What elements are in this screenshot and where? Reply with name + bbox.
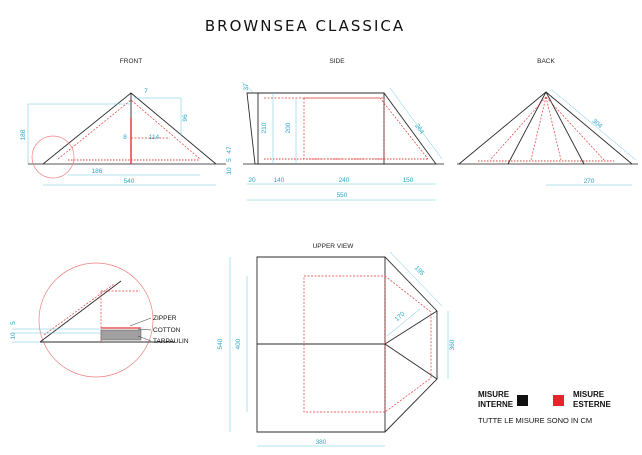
- back-dim-slope: 304: [591, 118, 604, 131]
- back-view-label: BACK: [537, 58, 555, 65]
- front-dim-slope: 96: [182, 114, 189, 122]
- front-dim-inner-w: 114: [149, 134, 160, 141]
- upper-inner-apse: [384, 275, 432, 413]
- upper-dim-right: 360: [449, 339, 456, 350]
- detail-zipper-leader: [129, 317, 152, 327]
- detail-roof-line: [39, 280, 122, 343]
- upper-dim-diag-line: [389, 251, 443, 307]
- detail-label-cotton: COTTON: [153, 327, 181, 334]
- side-dim-total: 550: [337, 192, 348, 199]
- detail-tarpaulin-leader: [137, 335, 152, 342]
- legend-external-line1: MISURE: [573, 390, 605, 399]
- side-dim-slope-line: [389, 87, 443, 160]
- front-dim-wall-c: 10: [226, 167, 233, 175]
- legend-internal-swatch: [517, 395, 528, 406]
- legend-internal-line1: MISURE: [478, 390, 510, 399]
- detail-dim-a: 10: [10, 332, 17, 340]
- legend-note: TUTTE LE MISURE SONO IN CM: [478, 416, 592, 425]
- legend-internal-line2: INTERNE: [478, 400, 514, 409]
- upper-apse-lower: [384, 343, 438, 380]
- upper-apse-upper: [384, 310, 438, 345]
- detail-circle: [38, 262, 154, 378]
- back-inner-left: [489, 96, 547, 161]
- front-view-label: FRONT: [120, 58, 142, 65]
- detail-label-tarpaulin: TARPAULIN: [153, 338, 189, 345]
- side-outline: [258, 92, 437, 165]
- detail-dim-b: 5: [10, 321, 17, 325]
- upper-dim-inner-diag-line: [386, 308, 421, 337]
- back-dim-base: 270: [584, 178, 595, 185]
- side-dim-seg4: 150: [403, 177, 414, 184]
- back-outline: [458, 91, 633, 165]
- detail-label-zipper: ZIPPER: [153, 315, 177, 322]
- side-dim-seg3: 240: [339, 177, 350, 184]
- legend-external-swatch: [553, 395, 564, 406]
- back-dim-slope-line: [551, 89, 637, 161]
- side-dim-top: 37: [243, 83, 250, 91]
- front-dim-inner-h: 8: [123, 134, 127, 141]
- front-view: FRONT 188 7 96 8 114 47 5 10 186 540: [20, 58, 233, 186]
- front-detail-circle: [31, 135, 75, 179]
- back-view: BACK 304 270: [457, 58, 638, 186]
- side-view-label: SIDE: [329, 58, 345, 65]
- back-inner-right: [545, 96, 605, 161]
- front-dim-apex: 7: [144, 88, 148, 95]
- legend-external-line2: ESTERNE: [573, 400, 611, 409]
- front-dim-inner-base: 186: [92, 168, 103, 175]
- front-dim-base: 540: [124, 178, 135, 185]
- front-inner-outline: [57, 99, 201, 160]
- page-title: BROWNSEA CLASSICA: [205, 17, 405, 35]
- detail-tarpaulin-block: [100, 329, 142, 341]
- side-dim-seg2: 140: [274, 177, 285, 184]
- upper-dim-depth: 540: [217, 338, 224, 349]
- upper-dim-inner-depth: 400: [235, 338, 242, 349]
- back-panel-left: [507, 91, 547, 165]
- back-panel-right: [545, 91, 585, 165]
- side-inner-roof: [264, 97, 429, 160]
- legend: MISURE INTERNE MISURE ESTERNE TUTTE LE M…: [478, 390, 611, 425]
- front-outline: [42, 92, 217, 165]
- side-dim-seg1: 20: [248, 177, 256, 184]
- upper-view: UPPER VIEW 540 400 195 170 360 380: [217, 243, 456, 447]
- upper-view-label: UPPER VIEW: [313, 243, 355, 250]
- side-view: SIDE 37 210 200 264 20 140 240 150 550: [241, 58, 444, 201]
- front-dim-wall-b: 5: [226, 158, 233, 162]
- detail-inner-roof: [43, 283, 115, 336]
- side-front-wall: [246, 92, 259, 165]
- side-dim-top-line: [241, 81, 254, 93]
- back-inner-mid-right: [545, 96, 562, 161]
- upper-dim-width: 380: [316, 439, 327, 446]
- upper-dim-diag: 195: [413, 265, 426, 278]
- front-dim-wall-a: 47: [226, 146, 233, 154]
- side-inner-room: [303, 97, 385, 160]
- detail-cotton-leader: [137, 328, 152, 331]
- detail-view: 10 5 ZIPPER COTTON TARPAULIN: [10, 262, 189, 378]
- side-dim-h2: 200: [285, 122, 292, 133]
- front-dim-height: 188: [20, 129, 27, 140]
- upper-inner-room: [303, 275, 386, 413]
- upper-outline: [256, 256, 438, 433]
- back-inner-mid-left: [530, 96, 547, 161]
- side-dim-h1: 210: [261, 122, 268, 133]
